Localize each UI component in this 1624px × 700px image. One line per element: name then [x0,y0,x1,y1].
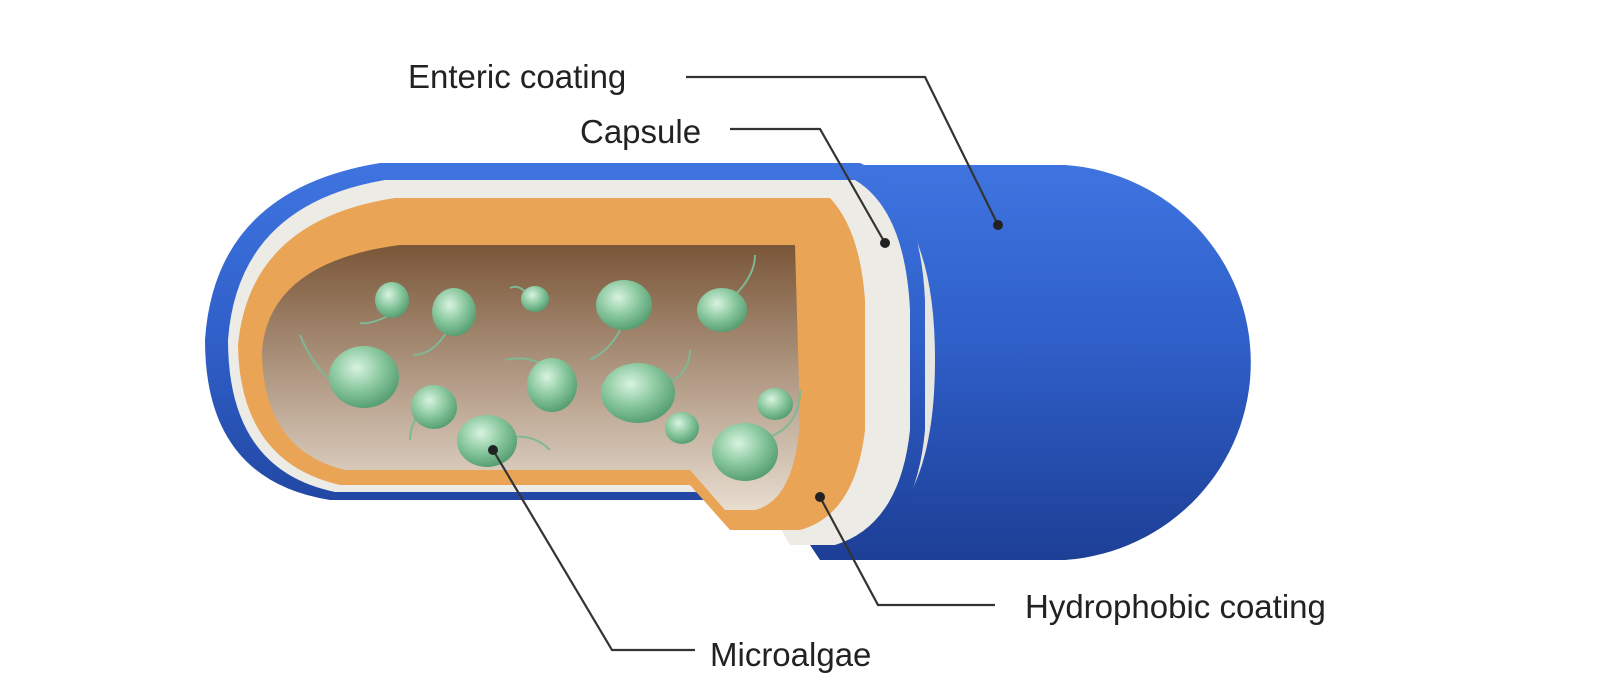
capsule-closed-half [830,165,1251,560]
label-microalgae: Microalgae [710,636,871,673]
label-capsule: Capsule [580,113,701,150]
label-enteric-coating: Enteric coating [408,58,626,95]
microalgae-cells [299,254,801,451]
leader-lines [488,75,1003,652]
microalgae-cell-group [329,280,793,481]
label-hydrophobic-coating: Hydrophobic coating [1025,588,1326,625]
